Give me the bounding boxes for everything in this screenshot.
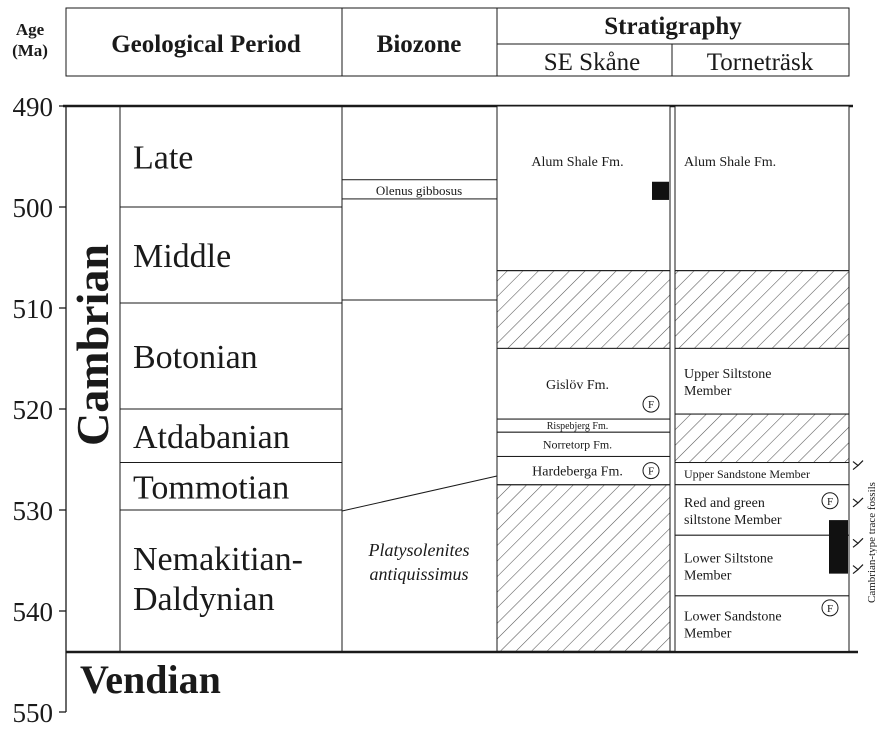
trace-fossil-icon: [852, 564, 864, 575]
series-label: Tommotian: [133, 469, 289, 506]
trace-fossil-icon: [852, 497, 864, 508]
tornetrask-hiatus: [674, 270, 850, 349]
tornetrask-unit: [674, 534, 850, 597]
trace-fossils-label: Cambrian-type trace fossils: [866, 482, 877, 603]
tornetrask-unit-label-line2: Member: [684, 627, 732, 642]
tornetrask-unit-label: Alum Shale Fm.: [684, 155, 776, 170]
tornetrask-unit: [674, 484, 850, 536]
tornetrask-unit: [674, 105, 850, 272]
trace-fossil-icon: [852, 537, 864, 548]
tornetrask-unit-label: Upper Siltstone: [684, 367, 772, 382]
biozone-column-title: Biozone: [377, 31, 462, 58]
biozone-platysolenites-line1: Platysolenites: [368, 540, 470, 560]
tornetrask-hiatus: [674, 413, 850, 464]
system-label-cambrian: Cambrian: [67, 244, 118, 446]
se-skane-black-marker: [652, 181, 669, 200]
tornetrask-unit-label-line2: Member: [684, 384, 732, 399]
series-label: Atdabanian: [133, 419, 290, 456]
series-column: LateMiddleBotonianAtdabanianTommotianNem…: [120, 140, 342, 618]
se-skane-unit-label: Rispebjerg Fm.: [547, 421, 608, 432]
tornetrask-unit-label-line2: siltstone Member: [684, 513, 782, 528]
age-tick-label: 550: [13, 698, 54, 728]
section-title-tornetrask: Torneträsk: [707, 49, 814, 76]
se-skane-unit: [496, 431, 671, 457]
trace-fossil-icon: [852, 460, 864, 471]
se-skane-hiatus: [496, 484, 671, 652]
biozone-olenus-label: Olenus gibbosus: [376, 183, 462, 198]
section-title-se-skane: SE Skåne: [544, 49, 641, 76]
tornetrask-black-marker: [829, 520, 848, 574]
fossil-letter: F: [648, 466, 654, 478]
age-tick-label: 510: [13, 294, 54, 324]
tornetrask-unit: [674, 595, 850, 652]
series-label: Nemakitian-: [133, 541, 303, 578]
fossil-letter: F: [648, 399, 654, 411]
tornetrask-unit-label-line2: Member: [684, 569, 732, 584]
se-skane-unit: [496, 105, 671, 272]
tornetrask-unit-label: Red and green: [684, 496, 765, 511]
se-skane-unit: [496, 347, 671, 420]
age-tick-label: 530: [13, 496, 54, 526]
system-label-vendian: Vendian: [80, 657, 221, 702]
age-label-line1: Age: [16, 20, 45, 39]
fossil-symbol: F: [821, 492, 839, 510]
series-label: Late: [133, 140, 193, 177]
series-label: Middle: [133, 238, 231, 275]
se-skane-unit: [496, 455, 671, 486]
age-tick-label: 500: [13, 193, 54, 223]
series-label: Botonian: [133, 339, 258, 376]
age-tick-label: 490: [13, 92, 54, 122]
biozone-diagonal-boundary: [341, 475, 498, 512]
age-label-line2: (Ma): [12, 41, 48, 60]
age-tick-label: 520: [13, 395, 54, 425]
se-skane-unit-label: Hardeberga Fm.: [532, 465, 623, 480]
tornetrask-unit-label: Lower Sandstone: [684, 610, 782, 625]
fossil-letter: F: [827, 496, 833, 508]
period-column-title: Geological Period: [111, 31, 301, 58]
se-skane-hiatus: [496, 270, 671, 349]
se-skane-unit-label: Alum Shale Fm.: [531, 155, 623, 170]
header: Age (Ma) Geological Period Biozone Strat…: [12, 7, 850, 77]
tornetrask-unit-label: Upper Sandstone Member: [684, 467, 810, 481]
biozone-platysolenites-line2: antiquissimus: [369, 564, 468, 584]
tornetrask-unit-label: Lower Siltstone: [684, 552, 773, 567]
stratigraphy-column-title: Stratigraphy: [604, 13, 742, 40]
age-axis: 490 500 510 520 530 540 550: [13, 92, 67, 728]
series-label-line2: Daldynian: [133, 581, 275, 618]
se-skane-unit-label: Norretorp Fm.: [543, 438, 612, 452]
age-tick-label: 540: [13, 597, 54, 627]
biozone-column: Platysolenites antiquissimus Olenus gibb…: [341, 179, 498, 584]
fossil-symbol: F: [821, 599, 839, 617]
fossil-letter: F: [827, 603, 833, 615]
chart-body: Cambrian Vendian: [63, 104, 858, 702]
se-skane-unit-label: Gislöv Fm.: [546, 378, 609, 393]
stratigraphy-sections: Alum Shale Fm. Gislöv Fm. F Rispebjerg Fm. N…: [496, 105, 864, 652]
fossil-symbol: F: [642, 462, 660, 480]
tornetrask-unit: [674, 347, 850, 415]
stratigraphy-header-cell: [496, 7, 850, 77]
fossil-symbol: F: [642, 395, 660, 413]
